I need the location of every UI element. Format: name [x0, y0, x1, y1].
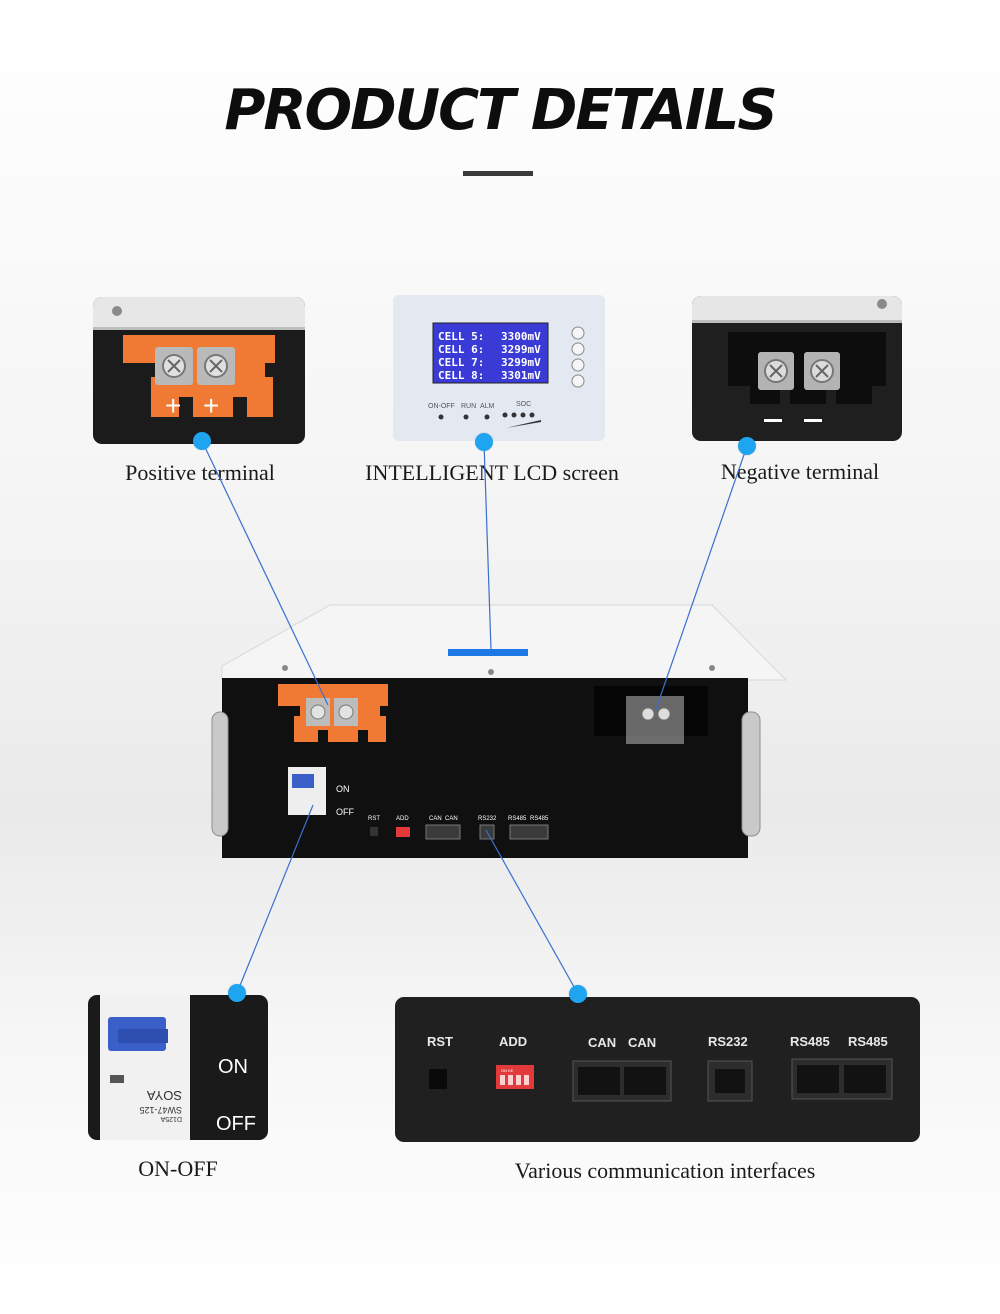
rs485-port-2	[844, 1065, 886, 1093]
negative-terminal-image	[692, 296, 902, 441]
battery-positive-terminal	[278, 684, 388, 742]
screw-icon	[488, 669, 494, 675]
communication-ports-image: RST ADD ON KE CAN CAN RS232 RS485 RS485	[395, 997, 920, 1142]
onoff-switch-image: D125A SW47-125 SOYA ON OFF	[88, 995, 268, 1140]
battery-port-label: RS485	[530, 816, 549, 822]
lcd-row-1-value: 3300mV	[501, 330, 541, 343]
screw-icon	[709, 665, 715, 671]
lcd-screen-card: CELL 5: 3300mV CELL 6: 3299mV CELL 7: 32…	[393, 295, 605, 441]
lcd-screen-caption: INTELLIGENT LCD screen	[365, 460, 619, 485]
battery-lid	[221, 604, 788, 681]
battery-lcd-window	[448, 649, 528, 656]
lcd-row-2-value: 3299mV	[501, 343, 541, 356]
communication-dot	[569, 985, 587, 1003]
svg-text:RUN: RUN	[461, 403, 476, 410]
battery-port-label: RS485	[508, 816, 527, 822]
svg-text:ON KE: ON KE	[501, 1068, 514, 1073]
negative-terminal-dot	[738, 437, 756, 455]
lcd-button-icon	[571, 326, 585, 340]
rst-button	[429, 1069, 447, 1089]
svg-text:ALM: ALM	[480, 403, 495, 410]
lcd-row-4-value: 3301mV	[501, 369, 541, 382]
can-port-1	[578, 1067, 620, 1095]
svg-text:SOC: SOC	[516, 401, 531, 408]
svg-text:D125A: D125A	[160, 1115, 182, 1122]
screw-icon	[112, 306, 122, 316]
battery-handle-right	[741, 711, 761, 837]
lcd-row-1-label: CELL 5:	[438, 330, 484, 343]
battery-port-label: RS232	[478, 816, 497, 822]
svg-text:ON-OFF: ON-OFF	[428, 403, 455, 410]
screw-icon	[282, 665, 288, 671]
onoff-caption: ON-OFF	[138, 1156, 218, 1181]
can-label-1: CAN	[588, 1035, 616, 1050]
lcd-button-icon	[571, 342, 585, 356]
negative-terminal-caption: Negative terminal	[720, 459, 880, 484]
off-label: OFF	[216, 1113, 256, 1135]
battery-port-label: ADD	[396, 816, 409, 822]
svg-text:OFF: OFF	[336, 807, 354, 817]
can-port-2	[624, 1067, 666, 1095]
onoff-switch-card: D125A SW47-125 SOYA ON OFF	[88, 995, 268, 1140]
battery-port-label: CAN	[445, 816, 458, 822]
screw-icon	[877, 299, 887, 309]
rst-label: RST	[427, 1034, 453, 1049]
rs232-label: RS232	[708, 1034, 748, 1049]
svg-text:+: +	[203, 390, 219, 421]
lcd-row-3-value: 3299mV	[501, 356, 541, 369]
svg-text:ON: ON	[336, 784, 350, 794]
rs485-label-1: RS485	[790, 1034, 830, 1049]
positive-terminal-caption: Positive terminal	[125, 460, 275, 485]
battery-negative-terminal	[594, 686, 708, 736]
on-label: ON	[218, 1056, 248, 1078]
svg-text:SW47-125: SW47-125	[139, 1105, 182, 1115]
svg-text:+: +	[165, 390, 181, 421]
lcd-button-icon	[571, 374, 585, 388]
battery-breaker	[288, 767, 326, 815]
onoff-dot	[228, 984, 246, 1002]
page-title: PRODUCT DETAILS	[224, 78, 777, 143]
battery-port-label: CAN	[429, 816, 442, 822]
communication-caption: Various communication interfaces	[514, 1158, 816, 1183]
positive-terminal-dot	[193, 432, 211, 450]
lcd-screen-image: CELL 5: 3300mV CELL 6: 3299mV CELL 7: 32…	[393, 295, 605, 441]
svg-text:SOYA: SOYA	[147, 1088, 182, 1103]
lcd-row-4-label: CELL 8:	[438, 369, 484, 382]
lcd-button-icon	[571, 358, 585, 372]
lcd-screen-dot	[475, 433, 493, 451]
add-label: ADD	[499, 1034, 527, 1049]
positive-terminal-image: + +	[93, 297, 305, 444]
rs485-label-2: RS485	[848, 1034, 888, 1049]
positive-terminal-card: + +	[93, 297, 305, 444]
rs485-port-1	[797, 1065, 839, 1093]
battery-port-label: RST	[368, 816, 380, 822]
communication-ports-card: RST ADD ON KE CAN CAN RS232 RS485 RS485	[395, 997, 920, 1142]
negative-terminal-card	[692, 296, 902, 441]
title-underline	[463, 171, 533, 176]
can-label-2: CAN	[628, 1035, 656, 1050]
battery-body	[222, 678, 748, 858]
battery-handle-left	[211, 711, 229, 837]
lcd-row-3-label: CELL 7:	[438, 356, 484, 369]
lcd-row-2-label: CELL 6:	[438, 343, 484, 356]
